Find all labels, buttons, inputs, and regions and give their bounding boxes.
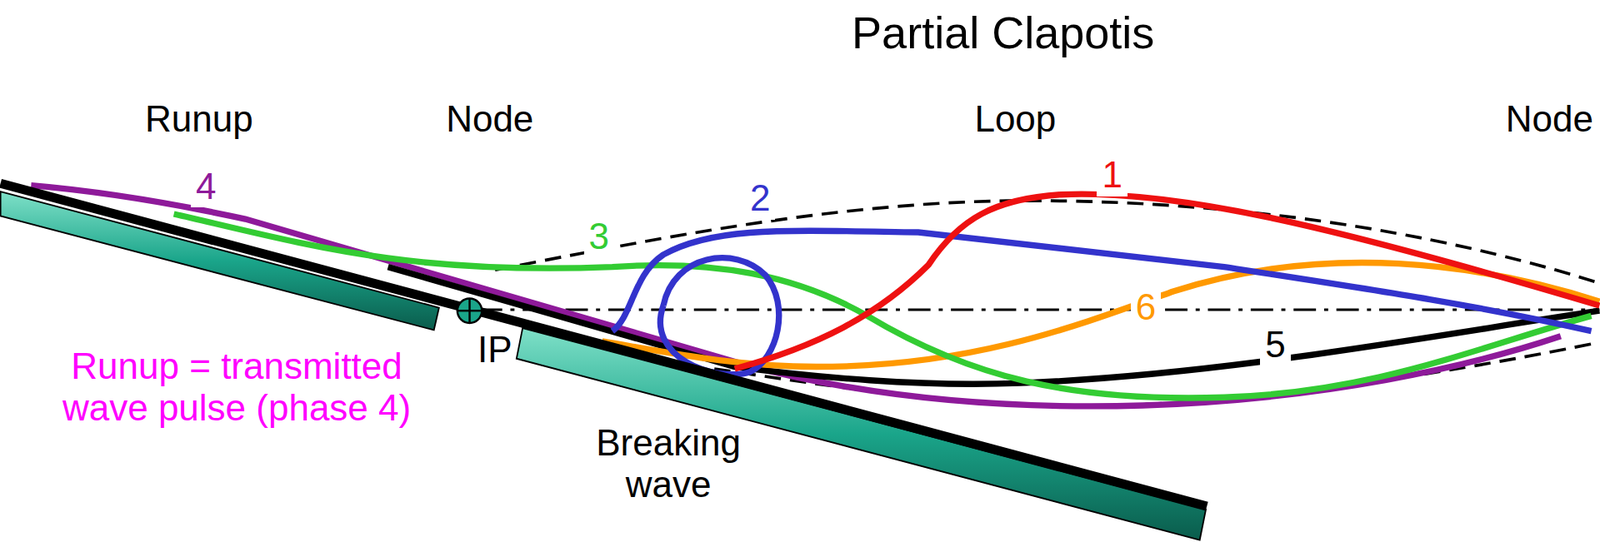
note-text: Runup = transmitted wave pulse (phase 4): [28, 345, 445, 430]
wave-profile-2-loop: [660, 258, 779, 375]
callout-label: Breaking wave: [568, 422, 769, 507]
beach-slope: [0, 183, 1208, 507]
wave-profile-6: [602, 262, 1600, 367]
region-label: Node: [445, 98, 534, 141]
envelope-upper: [495, 200, 1600, 284]
ip-marker: [457, 299, 482, 324]
phase-number: 5: [1260, 324, 1290, 367]
ip-cross: [468, 299, 470, 324]
phase-number: 4: [190, 165, 221, 209]
wave-profile-2: [612, 230, 1592, 331]
phase-number: 1: [1096, 154, 1127, 197]
phase-number: 6: [1130, 286, 1161, 330]
slope-plate: [516, 328, 1206, 541]
phase-number: 3: [584, 215, 615, 259]
wave-profile-1: [735, 194, 1600, 370]
still-water-line: [480, 308, 1600, 311]
point-label: IP: [477, 329, 513, 372]
phase-number: 2: [745, 177, 775, 220]
region-label: Runup: [145, 98, 254, 141]
diagram-title: Partial Clapotis: [851, 6, 1155, 59]
region-label: Node: [1505, 98, 1594, 141]
region-label: Loop: [974, 98, 1056, 141]
